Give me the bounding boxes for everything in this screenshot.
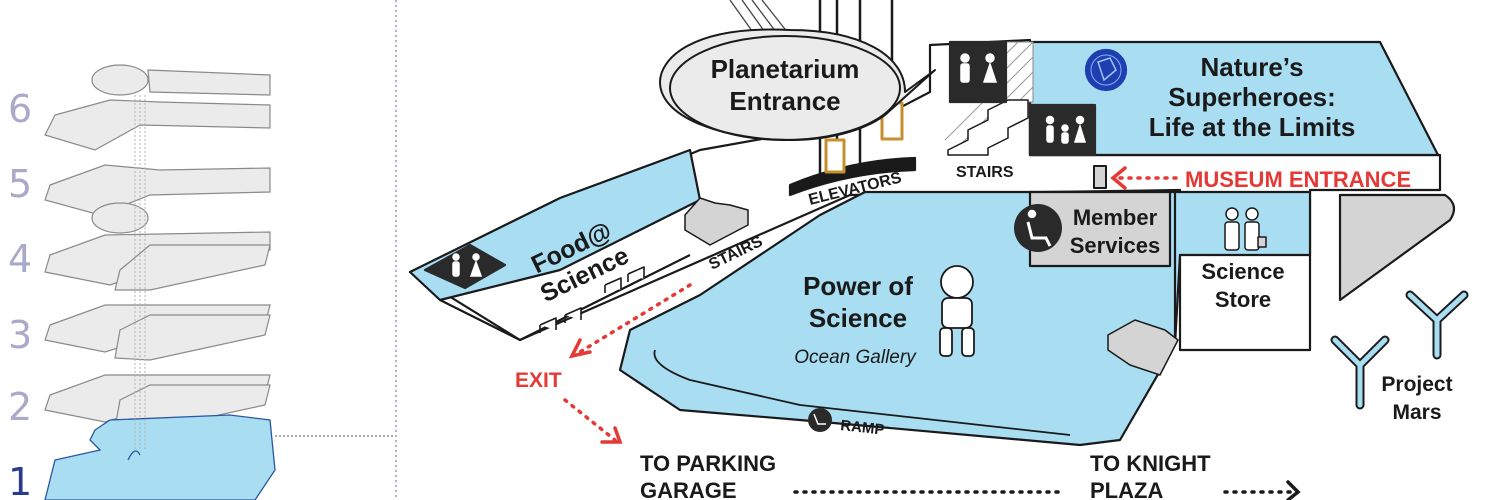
power-of-science-label: Power of <box>803 271 913 301</box>
parking-label: GARAGE <box>640 478 737 500</box>
floor-1-label[interactable]: 1 <box>8 460 32 500</box>
floor-3-label[interactable]: 3 <box>8 313 32 357</box>
knight-plaza-label: TO KNIGHT <box>1090 451 1211 476</box>
shoppers-icon <box>1224 207 1267 251</box>
stairs-icon <box>684 197 749 246</box>
natures-superheroes-label: Life at the Limits <box>1149 112 1356 142</box>
ocean-gallery-label: Ocean Gallery <box>794 347 917 368</box>
floor-stack <box>44 64 271 431</box>
museum-entrance-label: MUSEUM ENTRANCE <box>1185 167 1411 192</box>
floor-6-label[interactable]: 6 <box>8 87 32 131</box>
natures-superheroes-label: Superheroes: <box>1168 82 1336 112</box>
planetarium-label: Entrance <box>729 86 840 116</box>
project-mars-label: Mars <box>1392 401 1441 424</box>
power-of-science-label: Science <box>809 303 907 333</box>
floor-4-label[interactable]: 4 <box>8 237 32 281</box>
wheelchair-icon <box>1014 204 1062 252</box>
floor-selector[interactable]: 6 5 4 3 2 1 <box>8 64 393 500</box>
grey-area <box>1338 193 1456 302</box>
icon-glyphs <box>452 53 1117 425</box>
science-store-label: Science <box>1201 259 1284 284</box>
stairs-label: STAIRS <box>956 164 1014 181</box>
natures-superheroes-label: Nature’s <box>1200 52 1303 82</box>
diver-suit-icon <box>939 265 975 357</box>
main-map <box>408 0 1469 447</box>
exit-to-parking-route <box>563 398 617 442</box>
science-store-label: Store <box>1215 287 1271 312</box>
knight-plaza-label: PLAZA <box>1090 478 1163 500</box>
elevator-icon <box>824 138 846 174</box>
wheelchair-icon <box>808 408 832 432</box>
floor-5-label[interactable]: 5 <box>8 162 32 206</box>
bench-icon <box>539 266 645 333</box>
restroom-icon <box>948 40 1008 104</box>
planetarium-label: Planetarium <box>711 54 860 84</box>
ramp-label: RAMP <box>840 417 886 439</box>
stairs-icon <box>1107 319 1179 376</box>
stairs-icon <box>947 99 1029 156</box>
parking-label: TO PARKING <box>640 451 776 476</box>
exit-label: EXIT <box>515 369 562 392</box>
routes <box>563 166 1301 500</box>
museum-entrance-door <box>1093 165 1107 189</box>
member-services-label: Member <box>1073 205 1158 230</box>
hands-badge-icon <box>1084 48 1128 92</box>
floor-2-label[interactable]: 2 <box>8 385 32 429</box>
project-mars-label: Project <box>1381 373 1452 396</box>
member-services-label: Services <box>1070 233 1161 258</box>
floor-1-plate[interactable] <box>44 414 276 500</box>
food-restroom-icon <box>423 243 507 290</box>
